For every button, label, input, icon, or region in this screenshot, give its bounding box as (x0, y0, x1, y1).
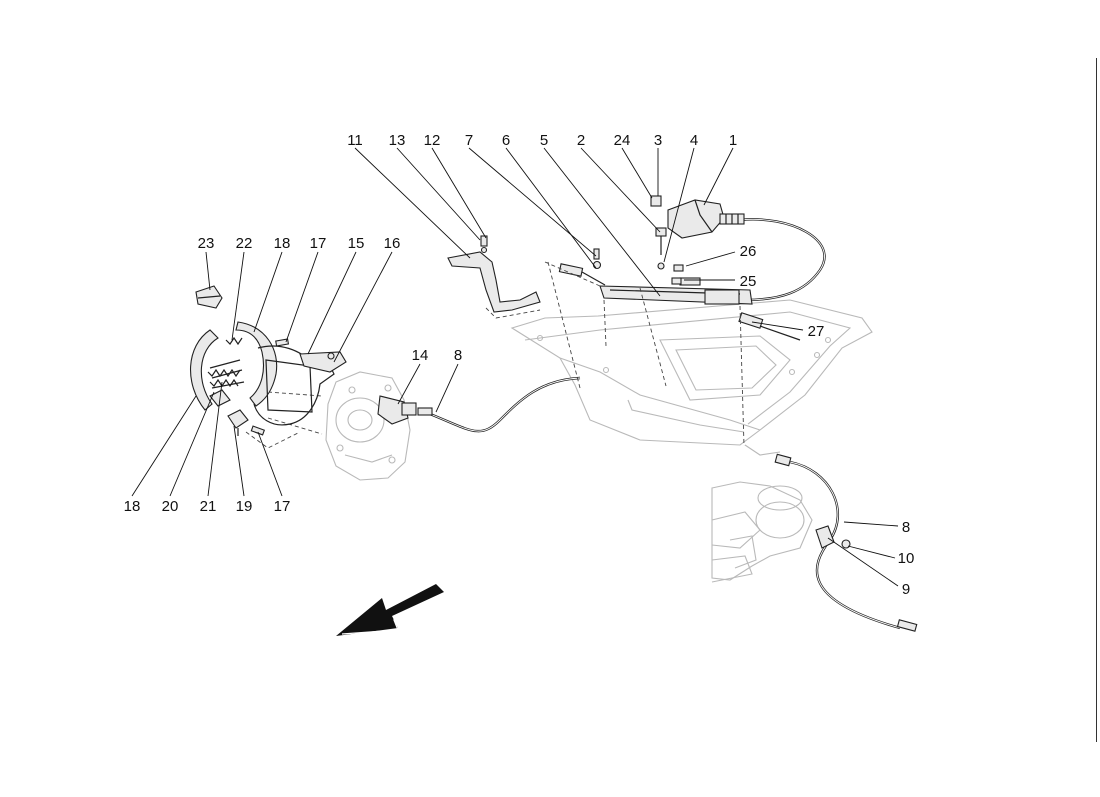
callout-27: 27 (808, 323, 825, 340)
callout-25: 25 (740, 273, 757, 290)
callout-9: 9 (902, 581, 910, 598)
callout-6: 6 (502, 132, 510, 149)
parking-brake-cable-front (417, 376, 581, 433)
callout-2: 2 (577, 132, 585, 149)
callout-16: 16 (384, 235, 401, 252)
callout-17-top: 17 (310, 235, 327, 252)
callout-22: 22 (236, 235, 253, 252)
callout-17-bottom: 17 (274, 498, 291, 515)
callout-11: 11 (347, 132, 363, 149)
callout-leader-lines (131, 147, 899, 587)
callout-20: 20 (162, 498, 179, 515)
callout-14: 14 (412, 347, 429, 364)
callout-12: 12 (424, 132, 441, 149)
hub-carrier-outline (325, 371, 411, 481)
callout-labels: 11 13 12 7 6 5 2 24 3 4 1 26 25 27 14 8 … (124, 132, 915, 598)
cable-equaliser-rail (558, 248, 801, 341)
callout-5: 5 (540, 132, 548, 149)
front-direction-arrow-icon (336, 584, 444, 636)
callout-10: 10 (898, 550, 915, 567)
assembly-dashed-guides (245, 261, 745, 449)
lever-return-cable (739, 218, 826, 302)
floor-pan-outline (510, 299, 873, 456)
cable-bracket (447, 235, 541, 313)
callout-18-bottom: 18 (124, 498, 141, 515)
brake-lever-actuator (650, 195, 745, 270)
callout-8-front: 8 (454, 347, 462, 364)
callout-23: 23 (198, 235, 215, 252)
callout-13: 13 (389, 132, 406, 149)
callout-7: 7 (465, 132, 473, 149)
callout-4: 4 (690, 132, 698, 149)
callout-1: 1 (729, 132, 737, 149)
callout-26: 26 (740, 243, 757, 260)
page-edge-divider (1096, 58, 1097, 742)
callout-24: 24 (614, 132, 631, 149)
rear-suspension-outline (711, 481, 813, 583)
callout-15: 15 (348, 235, 365, 252)
callout-3: 3 (654, 132, 662, 149)
callout-8-rear: 8 (902, 519, 910, 536)
callout-19: 19 (236, 498, 253, 515)
callout-18-top: 18 (274, 235, 291, 252)
brake-backing-plate (227, 338, 347, 436)
callout-21: 21 (200, 498, 217, 515)
